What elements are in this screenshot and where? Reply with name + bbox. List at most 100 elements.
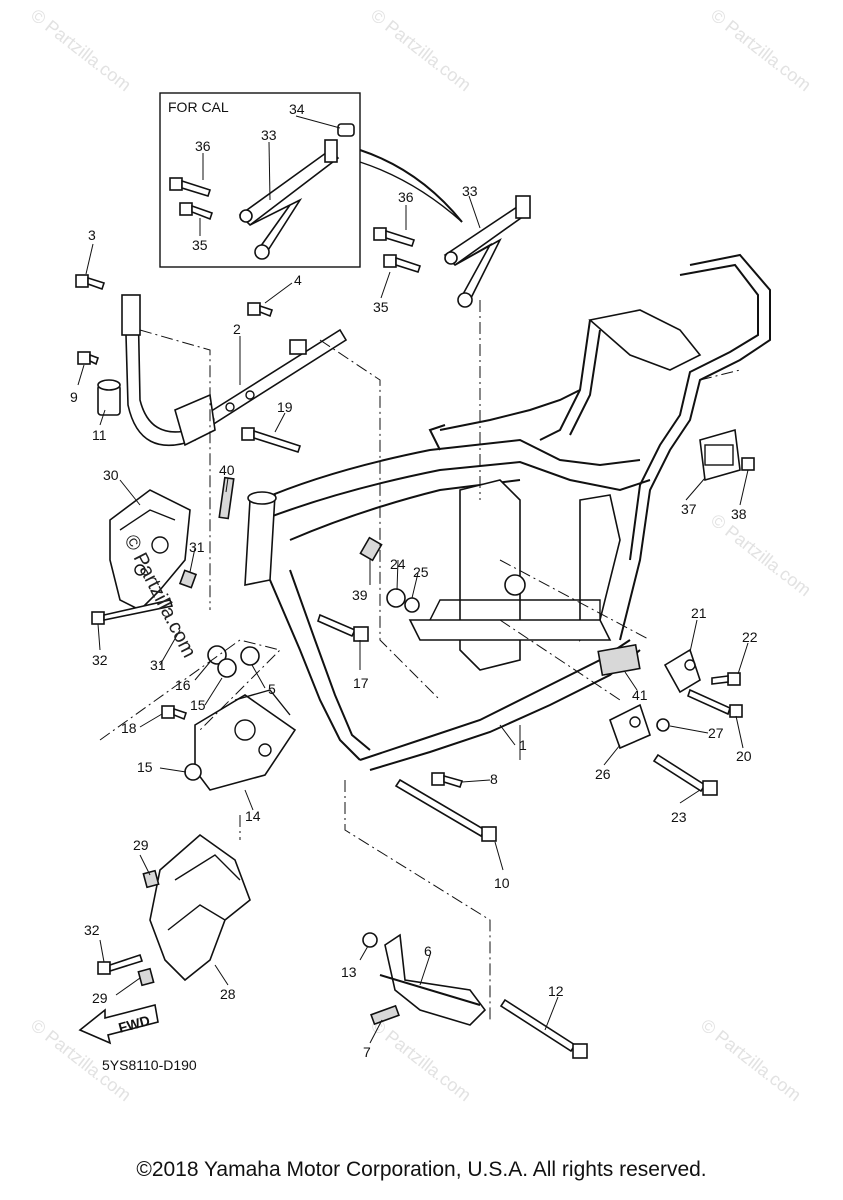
callout-26: 26 <box>595 766 611 782</box>
copyright-notice: ©2018 Yamaha Motor Corporation, U.S.A. A… <box>136 1158 707 1181</box>
bolt-17 <box>317 613 369 642</box>
nut-27 <box>656 718 670 732</box>
callout-29-upper: 29 <box>133 837 149 853</box>
callout-39: 39 <box>352 587 368 603</box>
callout-1: 1 <box>519 737 527 753</box>
callout-22: 22 <box>742 629 758 645</box>
bolt-32 <box>91 599 174 625</box>
mount-37 <box>699 428 741 482</box>
washer-25 <box>404 597 420 613</box>
label-39 <box>359 536 383 562</box>
diagram-code: 5YS8110-D190 <box>102 1057 197 1073</box>
inset-bolt-35 <box>179 202 214 221</box>
callout-31-lower: 31 <box>150 657 166 673</box>
label-29-upper <box>142 869 160 889</box>
collar-24 <box>386 588 406 608</box>
callout-38: 38 <box>731 506 747 522</box>
callout-4: 4 <box>294 272 302 288</box>
bolt-22 <box>711 672 741 686</box>
bolt-38 <box>741 457 755 471</box>
callout-17: 17 <box>353 675 369 691</box>
callout-15-lower: 15 <box>137 759 153 775</box>
callout-7: 7 <box>363 1044 371 1060</box>
inset-pointer-arc <box>359 149 463 223</box>
bolt-10 <box>394 778 497 842</box>
callout-10: 10 <box>494 875 510 891</box>
frame-exploded-diagram: FWD <box>70 92 771 1073</box>
callout-6: 6 <box>424 943 432 959</box>
fwd-label: FWD <box>117 1012 152 1036</box>
inset-title: FOR CAL <box>168 99 229 115</box>
bolt-20 <box>687 688 743 718</box>
callout-33: 33 <box>462 183 478 199</box>
bolt-8 <box>431 772 464 788</box>
callout-15-upper: 15 <box>190 697 206 713</box>
bolt-18 <box>161 705 188 721</box>
callout-32-upper: 32 <box>92 652 108 668</box>
callout-14: 14 <box>245 808 261 824</box>
shaft-6 <box>379 933 487 1026</box>
callout-25: 25 <box>413 564 429 580</box>
callout-5: 5 <box>268 681 276 697</box>
arm-3 <box>121 294 216 447</box>
callout-11: 11 <box>92 427 107 443</box>
callout-2: 2 <box>233 321 241 337</box>
bracket-14 <box>194 689 297 791</box>
bolt-23 <box>652 753 718 796</box>
callout-37: 37 <box>681 501 697 517</box>
callout-36-inset: 36 <box>195 138 211 154</box>
label-7 <box>370 1004 400 1026</box>
callout-21: 21 <box>691 605 707 621</box>
bolt-3 <box>75 274 106 291</box>
nut-13 <box>362 932 378 948</box>
callout-35-inset: 35 <box>192 237 208 253</box>
bolt-36 <box>373 227 416 247</box>
label-31 <box>178 569 198 589</box>
callout-20: 20 <box>736 748 752 764</box>
pipe-2 <box>203 328 348 427</box>
callout-24: 24 <box>390 556 406 572</box>
nut-5 <box>240 646 260 666</box>
callout-28: 28 <box>220 986 236 1002</box>
inset-stay-33 <box>238 123 355 260</box>
label-41 <box>597 643 641 677</box>
bracket-21 <box>663 648 701 694</box>
inset-bolt-36 <box>169 177 212 197</box>
bracket-26 <box>609 703 651 750</box>
callout-36: 36 <box>398 189 414 205</box>
callout-18: 18 <box>121 720 137 736</box>
callout-40: 40 <box>219 462 235 478</box>
callout-32-lower: 32 <box>84 922 100 938</box>
callout-9: 9 <box>70 389 78 405</box>
stay-33 <box>443 195 531 308</box>
callout-13: 13 <box>341 964 357 980</box>
callout-12: 12 <box>548 983 564 999</box>
collar-11 <box>97 379 121 416</box>
callout-30: 30 <box>103 467 119 483</box>
nut-15-lower <box>184 763 202 781</box>
callout-33-inset: 33 <box>261 127 277 143</box>
bolt-4 <box>247 302 274 318</box>
callout-19: 19 <box>277 399 293 415</box>
callout-16: 16 <box>175 677 191 693</box>
bolt-35 <box>383 254 422 274</box>
callout-8: 8 <box>490 771 498 787</box>
callout-35: 35 <box>373 299 389 315</box>
for-cal-inset-box <box>159 92 361 268</box>
fwd-arrow-icon <box>78 1004 159 1045</box>
nut-15-upper <box>217 658 237 678</box>
label-40 <box>218 476 235 520</box>
bolt-19 <box>241 427 302 454</box>
bolt-32-lower <box>97 953 144 975</box>
callout-29-lower: 29 <box>92 990 108 1006</box>
callout-27: 27 <box>708 725 724 741</box>
cover-30 <box>109 489 191 611</box>
label-29-lower <box>137 967 155 987</box>
callout-23: 23 <box>671 809 687 825</box>
bolt-12 <box>499 998 588 1059</box>
bolt-9 <box>77 351 100 366</box>
cover-28 <box>149 833 251 982</box>
callout-31-upper: 31 <box>189 539 205 555</box>
callout-3: 3 <box>88 227 96 243</box>
